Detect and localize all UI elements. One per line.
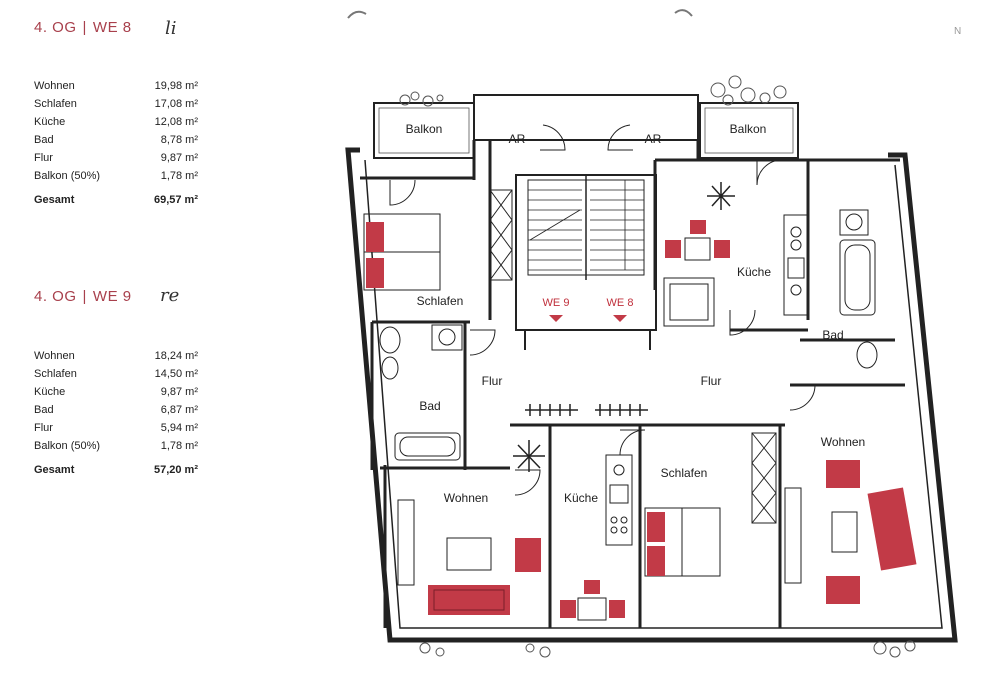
area-total-value: 57,20 m² (153, 464, 198, 476)
bathroom-fixtures-right (839, 209, 878, 369)
we8-area-total-row: Gesamt 69,57 m² (34, 185, 198, 209)
area-room-value: 17,08 m² (154, 98, 198, 110)
we9-area-row: Bad 6,87 m² (34, 401, 198, 419)
label-balkon-right: Balkon (730, 122, 767, 136)
we8-title: 4. OG|WE 8 (34, 19, 132, 36)
we8-area-row: Schlafen 17,08 m² (34, 95, 198, 113)
we8-side-note: li (165, 18, 177, 39)
kitchen-counter-right (783, 214, 809, 316)
area-room-name: Balkon (50%) (34, 440, 101, 452)
area-room-value: 9,87 m² (160, 386, 198, 398)
area-total-label: Gesamt (34, 194, 75, 206)
bed-left (363, 213, 441, 291)
label-we9-entrance: WE 9 (543, 297, 570, 309)
label-kueche-left: Küche (564, 491, 598, 505)
area-room-name: Balkon (50%) (34, 170, 101, 182)
we8-floor: 4. OG (34, 19, 77, 36)
label-we8-entrance: WE 8 (607, 297, 634, 309)
dining-set-left (560, 580, 625, 621)
wardrobe-left (489, 189, 513, 281)
outer-walls (345, 147, 958, 643)
area-room-name: Küche (34, 386, 66, 398)
plant-icon-living (513, 440, 545, 472)
label-bad-right: Bad (822, 328, 843, 342)
area-room-name: Flur (34, 152, 53, 164)
sideboards (397, 277, 858, 586)
area-room-name: Bad (34, 404, 54, 416)
plant-icon-kitchen (707, 182, 735, 210)
corner-mark-left (347, 10, 367, 19)
label-kueche-right: Küche (737, 265, 771, 279)
area-room-value: 1,78 m² (160, 440, 198, 452)
we8-area-table: Wohnen 19,98 m² Schlafen 17,08 m² Küche 12,08… (34, 77, 198, 209)
area-room-value: 9,87 m² (160, 152, 198, 164)
label-ar-left: AR (509, 132, 526, 146)
coat-rack-marks (525, 404, 648, 416)
plant-decoration-top-right (710, 75, 787, 106)
we8-unit: WE 8 (92, 19, 132, 36)
interior-walls (360, 140, 905, 628)
label-flur-left: Flur (482, 374, 503, 388)
label-schlafen-left: Schlafen (417, 294, 464, 308)
we8-entrance-marker (613, 315, 627, 322)
area-room-value: 6,87 m² (160, 404, 198, 416)
kitchen-counter-left (605, 454, 633, 546)
label-flur-right: Flur (701, 374, 722, 388)
we9-area-total-row: Gesamt 57,20 m² (34, 455, 198, 479)
area-room-value: 19,98 m² (154, 80, 198, 92)
label-bad-left: Bad (419, 399, 440, 413)
we9-area-row: Flur 5,94 m² (34, 419, 198, 437)
area-room-name: Flur (34, 422, 53, 434)
area-room-name: Schlafen (34, 368, 77, 380)
area-room-value: 8,78 m² (160, 134, 198, 146)
we8-area-row: Bad 8,78 m² (34, 131, 198, 149)
area-room-value: 1,78 m² (160, 170, 198, 182)
we9-side-note: re (160, 285, 180, 306)
we9-floor: 4. OG (34, 288, 77, 305)
we9-area-row: Küche 9,87 m² (34, 383, 198, 401)
area-total-value: 69,57 m² (153, 194, 198, 206)
area-room-value: 12,08 m² (154, 116, 198, 128)
plant-decoration-top-left (399, 91, 444, 107)
plant-decoration-bottom (419, 640, 916, 658)
we9-title: 4. OG|WE 9 (34, 288, 132, 305)
we9-area-row: Schlafen 14,50 m² (34, 365, 198, 383)
area-room-value: 5,94 m² (160, 422, 198, 434)
corner-mark-right (674, 9, 693, 17)
stair-core (473, 94, 699, 350)
we8-area-row: Wohnen 19,98 m² (34, 77, 198, 95)
wardrobe-right (751, 432, 777, 524)
area-total-label: Gesamt (34, 464, 75, 476)
sofa-right (826, 460, 917, 604)
area-room-value: 18,24 m² (154, 350, 198, 362)
we9-entrance-marker (549, 315, 563, 322)
label-wohnen-left: Wohnen (444, 491, 488, 505)
area-room-name: Schlafen (34, 98, 77, 110)
bathroom-fixtures-left (379, 324, 463, 461)
label-ar-right: AR (645, 132, 662, 146)
we8-area-row: Küche 12,08 m² (34, 113, 198, 131)
we9-area-row: Wohnen 18,24 m² (34, 347, 198, 365)
we9-unit: WE 9 (92, 288, 132, 305)
area-room-name: Wohnen (34, 80, 75, 92)
balcony-right (699, 102, 799, 159)
we8-area-row: Flur 9,87 m² (34, 149, 198, 167)
bed-right (644, 507, 721, 577)
dining-set-right (665, 220, 730, 261)
area-room-name: Küche (34, 116, 66, 128)
we9-area-row: Balkon (50%) 1,78 m² (34, 437, 198, 455)
we8-area-row: Balkon (50%) 1,78 m² (34, 167, 198, 185)
we9-area-table: Wohnen 18,24 m² Schlafen 14,50 m² Küche 9,87 … (34, 347, 198, 479)
label-schlafen-right: Schlafen (661, 466, 708, 480)
label-wohnen-right: Wohnen (821, 435, 865, 449)
area-room-value: 14,50 m² (154, 368, 198, 380)
area-room-name: Bad (34, 134, 54, 146)
label-balkon-left: Balkon (406, 122, 443, 136)
sofa-left (428, 538, 541, 615)
north-mark: N (954, 26, 961, 37)
doors (389, 124, 816, 496)
area-room-name: Wohnen (34, 350, 75, 362)
